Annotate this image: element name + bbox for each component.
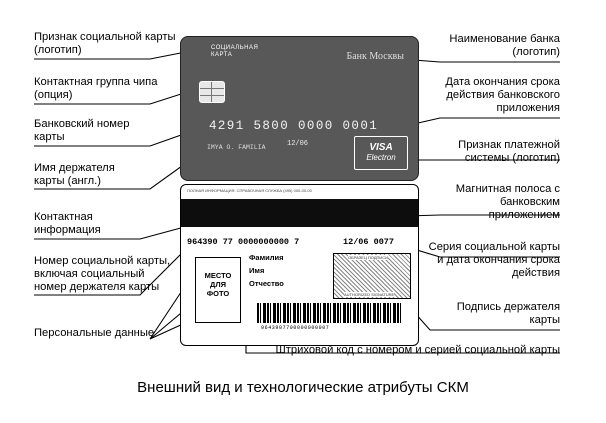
social-card-number: 964390 77 0000000000 7	[187, 237, 300, 247]
field-surname: Фамилия	[249, 253, 284, 262]
photo-text-1: МЕСТО	[204, 271, 232, 280]
label-bank-card-number: Банковский номер карты	[34, 118, 130, 144]
series-expiry: 12/06 0077	[343, 237, 395, 247]
label-social-card-logo: Признак социальной карты (логотип)	[34, 31, 176, 57]
card-front: СОЦИАЛЬНАЯ КАРТА Банк Москвы 4291 5800 0…	[180, 36, 419, 181]
signature-title: ОБРАЗЕЦ ПОДПИСИ	[348, 255, 389, 260]
label-holder-name: Имя держателя карты (англ.)	[34, 162, 115, 188]
field-patronymic: Отчество	[249, 279, 284, 288]
contact-info-line: ПОЛНАЯ ИНФОРМАЦИЯ: СПРАВОЧНАЯ СЛУЖБА (49…	[187, 188, 312, 193]
label-personal-data: Персональные данные	[34, 327, 155, 339]
photo-text-2: ДЛЯ	[210, 280, 226, 289]
photo-placeholder: МЕСТО ДЛЯ ФОТО	[195, 257, 241, 323]
signature-panel: ОБРАЗЕЦ ПОДПИСИ AUTHORIZED SIGNATURE	[333, 253, 411, 299]
label-payment-system: Признак платежной системы (логотип)	[458, 139, 560, 165]
visa-text: VISA	[369, 142, 393, 153]
label-series-expiry: Серия социальной карты и дата окончания …	[428, 241, 560, 280]
label-signature: Подпись держателя карты	[456, 301, 560, 327]
bank-logo: Банк Москвы	[346, 51, 404, 62]
field-name: Имя	[249, 266, 265, 275]
label-bank-logo: Наименование банка (логотип)	[449, 33, 560, 59]
holder-name: IMYA O. FAMILIA	[207, 144, 266, 151]
label-bank-expiry: Дата окончания срока действия банковског…	[445, 76, 560, 115]
card-back: ПОЛНАЯ ИНФОРМАЦИЯ: СПРАВОЧНАЯ СЛУЖБА (49…	[180, 184, 419, 346]
electron-text: Electron	[366, 153, 396, 162]
label-contact-info: Контактная информация	[34, 211, 101, 237]
label-chip-contacts: Контактная группа чипа (опция)	[34, 76, 158, 102]
figure-caption: Внешний вид и технологические атрибуты С…	[137, 379, 469, 396]
signature-subtitle: AUTHORIZED SIGNATURE	[344, 292, 395, 297]
expiry-date: 12/06	[287, 140, 309, 148]
label-barcode: Штриховой код с номером и серией социаль…	[275, 344, 561, 356]
photo-text-3: ФОТО	[206, 289, 230, 298]
label-magnetic-stripe: Магнитная полоса с банковским приложение…	[455, 183, 560, 222]
barcode	[257, 303, 403, 323]
label-social-card-number: Номер социальной карты, включая социальн…	[34, 255, 171, 294]
social-card-logo: СОЦИАЛЬНАЯ КАРТА	[211, 45, 259, 58]
magnetic-stripe	[181, 199, 418, 227]
personal-data: Фамилия Имя Отчество	[249, 251, 284, 290]
barcode-digits: 9643907700000000007	[261, 325, 330, 331]
chip-icon	[199, 81, 225, 103]
card-number: 4291 5800 0000 0001	[209, 119, 379, 133]
visa-electron-logo: VISA Electron	[354, 136, 408, 170]
